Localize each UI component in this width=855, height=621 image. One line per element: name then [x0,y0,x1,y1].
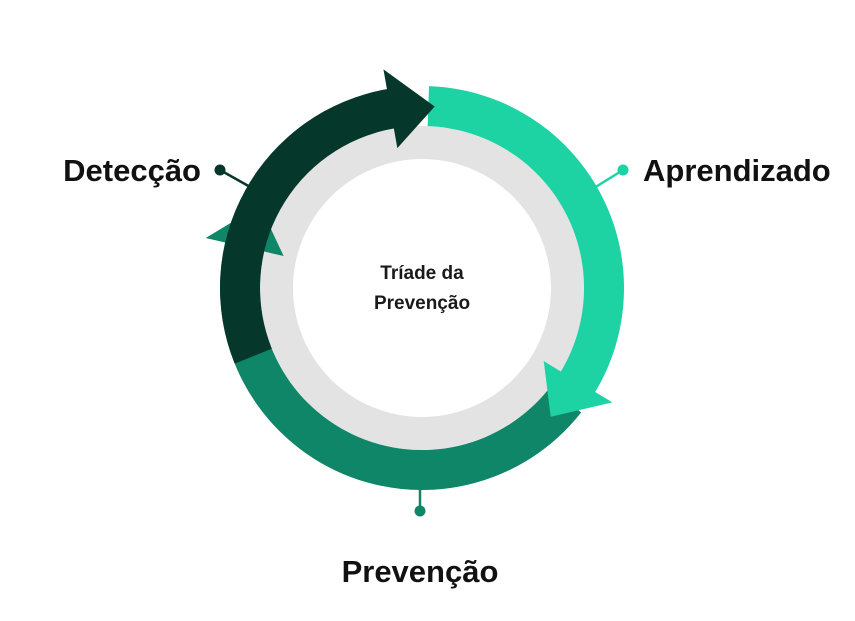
inner-disc [293,159,551,417]
arrow-segment-prevencao [205,205,582,490]
connector-dot-aprendizado [617,164,629,176]
arrow-segment-aprendizado [427,86,625,417]
stage-label-aprendizado: Aprendizado [643,153,831,188]
stage-label-deteccao: Detecção [63,153,201,188]
connector-aprendizado [593,164,629,190]
center-title-line-1: Tríade da [380,263,464,284]
arrow-segment-deteccao [220,69,435,364]
connector-deteccao [214,164,253,190]
connector-dot-deteccao [214,164,226,176]
center-title-line-2: Prevenção [374,293,470,314]
connector-line-aprendizado [593,168,624,190]
connector-line-deteccao [219,168,253,190]
connector-prevencao [414,484,426,517]
cycle-arrows [205,69,625,490]
connector-dot-prevencao [414,505,426,517]
stage-label-prevencao: Prevenção [342,554,499,589]
